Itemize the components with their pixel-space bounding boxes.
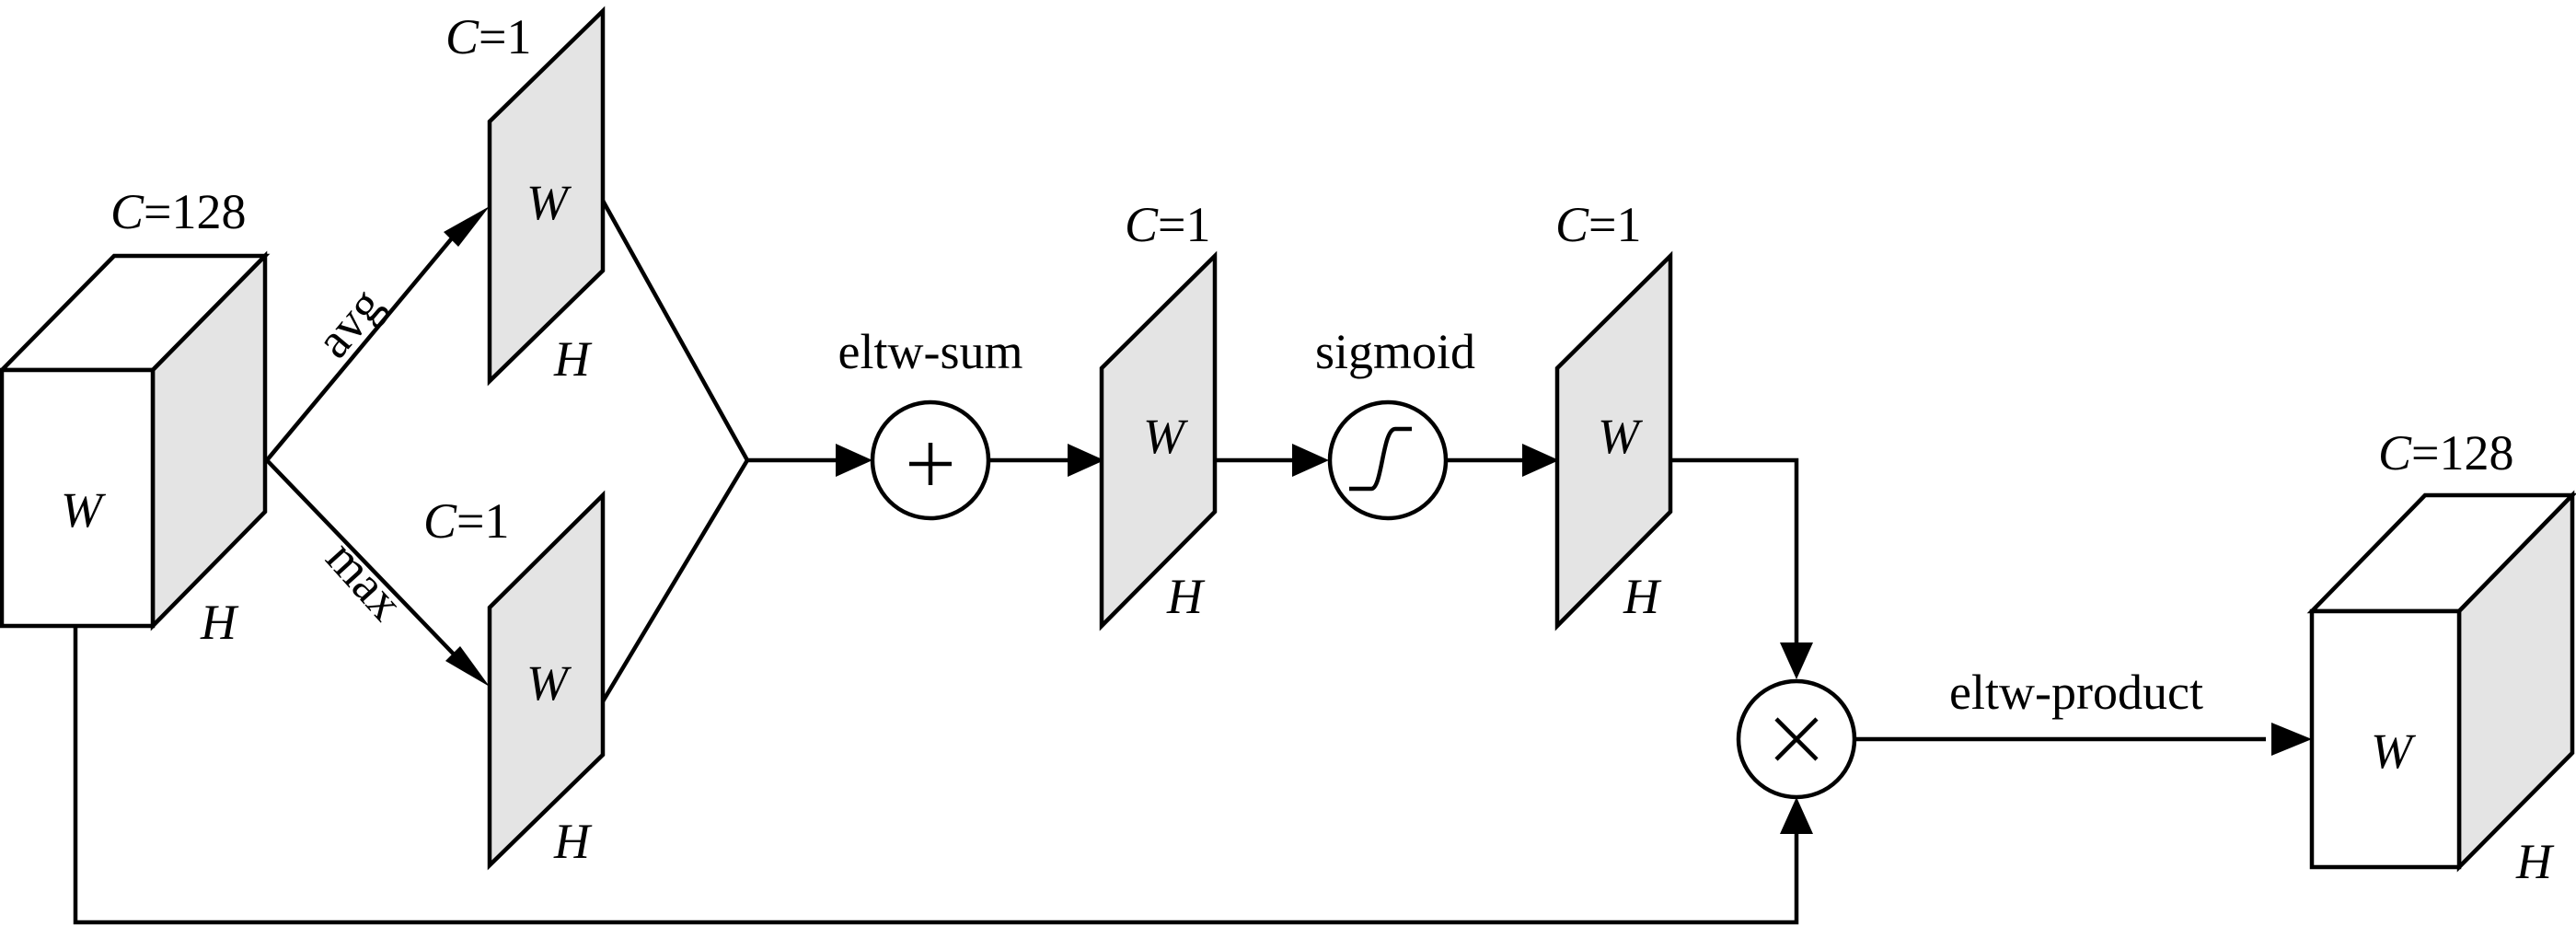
sigmoid-map-shape <box>1554 250 1673 631</box>
eltw-sum-op: eltw-sum <box>838 324 1023 521</box>
input-block-front-face <box>0 367 156 629</box>
arrowhead-sum-map-in <box>1068 444 1104 477</box>
input-feature-block: C=128 W H <box>0 184 271 650</box>
avg-height-label: H <box>553 331 593 387</box>
arrowhead-product-top <box>1780 642 1813 679</box>
input-channels-label: C=128 <box>110 184 247 239</box>
arrowhead-sigmoid-in <box>1292 444 1329 477</box>
avg-op-label: avg <box>305 277 393 367</box>
output-feature-block: C=128 W H <box>2306 425 2576 889</box>
sum-map-width-label: W <box>1143 409 1189 464</box>
sum-map-height-label: H <box>1166 569 1206 624</box>
line-avg-to-junction <box>601 199 749 462</box>
output-width-label: W <box>2371 723 2417 779</box>
arrowhead-product-bottom <box>1780 797 1813 834</box>
product-op-label: eltw-product <box>1949 665 2203 720</box>
max-channels-label: C=1 <box>423 493 510 549</box>
sum-op-label: eltw-sum <box>838 324 1023 379</box>
sigmoid-map-width-label: W <box>1598 409 1644 464</box>
avg-width-label: W <box>526 175 572 230</box>
max-op-label: max <box>316 530 414 631</box>
arrow-input-to-max <box>265 458 462 663</box>
skip-connection <box>73 624 1799 925</box>
arrowhead-sum-in <box>836 444 872 477</box>
sigmoid-circle <box>1327 399 1449 521</box>
avg-map-shape <box>487 6 606 387</box>
sigmoid-op-label: sigmoid <box>1315 324 1475 379</box>
output-block-front-face <box>2309 608 2462 870</box>
arrowhead-max <box>445 646 490 687</box>
avg-channels-label: C=1 <box>445 9 532 64</box>
eltw-product-op: eltw-product <box>1736 665 2203 800</box>
output-height-label: H <box>2515 834 2555 889</box>
times-icon-b <box>1774 717 1819 761</box>
sigmoid-map: C=1 W H <box>1554 197 1673 631</box>
sigmoid-curve-icon <box>1349 426 1412 492</box>
sigmoid-map-channels-label: C=1 <box>1555 197 1642 252</box>
line-max-to-junction <box>601 458 749 703</box>
arrowhead-sigmoid-map-in <box>1522 444 1559 477</box>
avg-pool-map: C=1 W H avg <box>305 6 606 387</box>
arrowheads <box>444 206 2312 834</box>
max-map-shape <box>487 490 606 871</box>
sum-map: C=1 W H <box>1099 197 1218 631</box>
max-pool-map: C=1 W H max <box>316 490 606 871</box>
arrowhead-avg <box>444 206 490 247</box>
input-width-label: W <box>61 482 107 538</box>
sigmoid-op: sigmoid <box>1315 324 1475 521</box>
max-height-label: H <box>553 814 593 869</box>
arrowhead-output-in <box>2271 723 2312 756</box>
sigmoid-map-height-label: H <box>1623 569 1662 624</box>
sum-map-channels-label: C=1 <box>1125 197 1211 252</box>
arrow-input-to-avg <box>265 226 462 462</box>
connectors <box>73 199 2266 925</box>
input-height-label: H <box>200 595 239 650</box>
arrow-map-to-product <box>1670 457 1799 652</box>
sum-map-shape <box>1099 250 1218 631</box>
output-channels-label: C=128 <box>2378 425 2514 480</box>
max-width-label: W <box>526 655 572 711</box>
